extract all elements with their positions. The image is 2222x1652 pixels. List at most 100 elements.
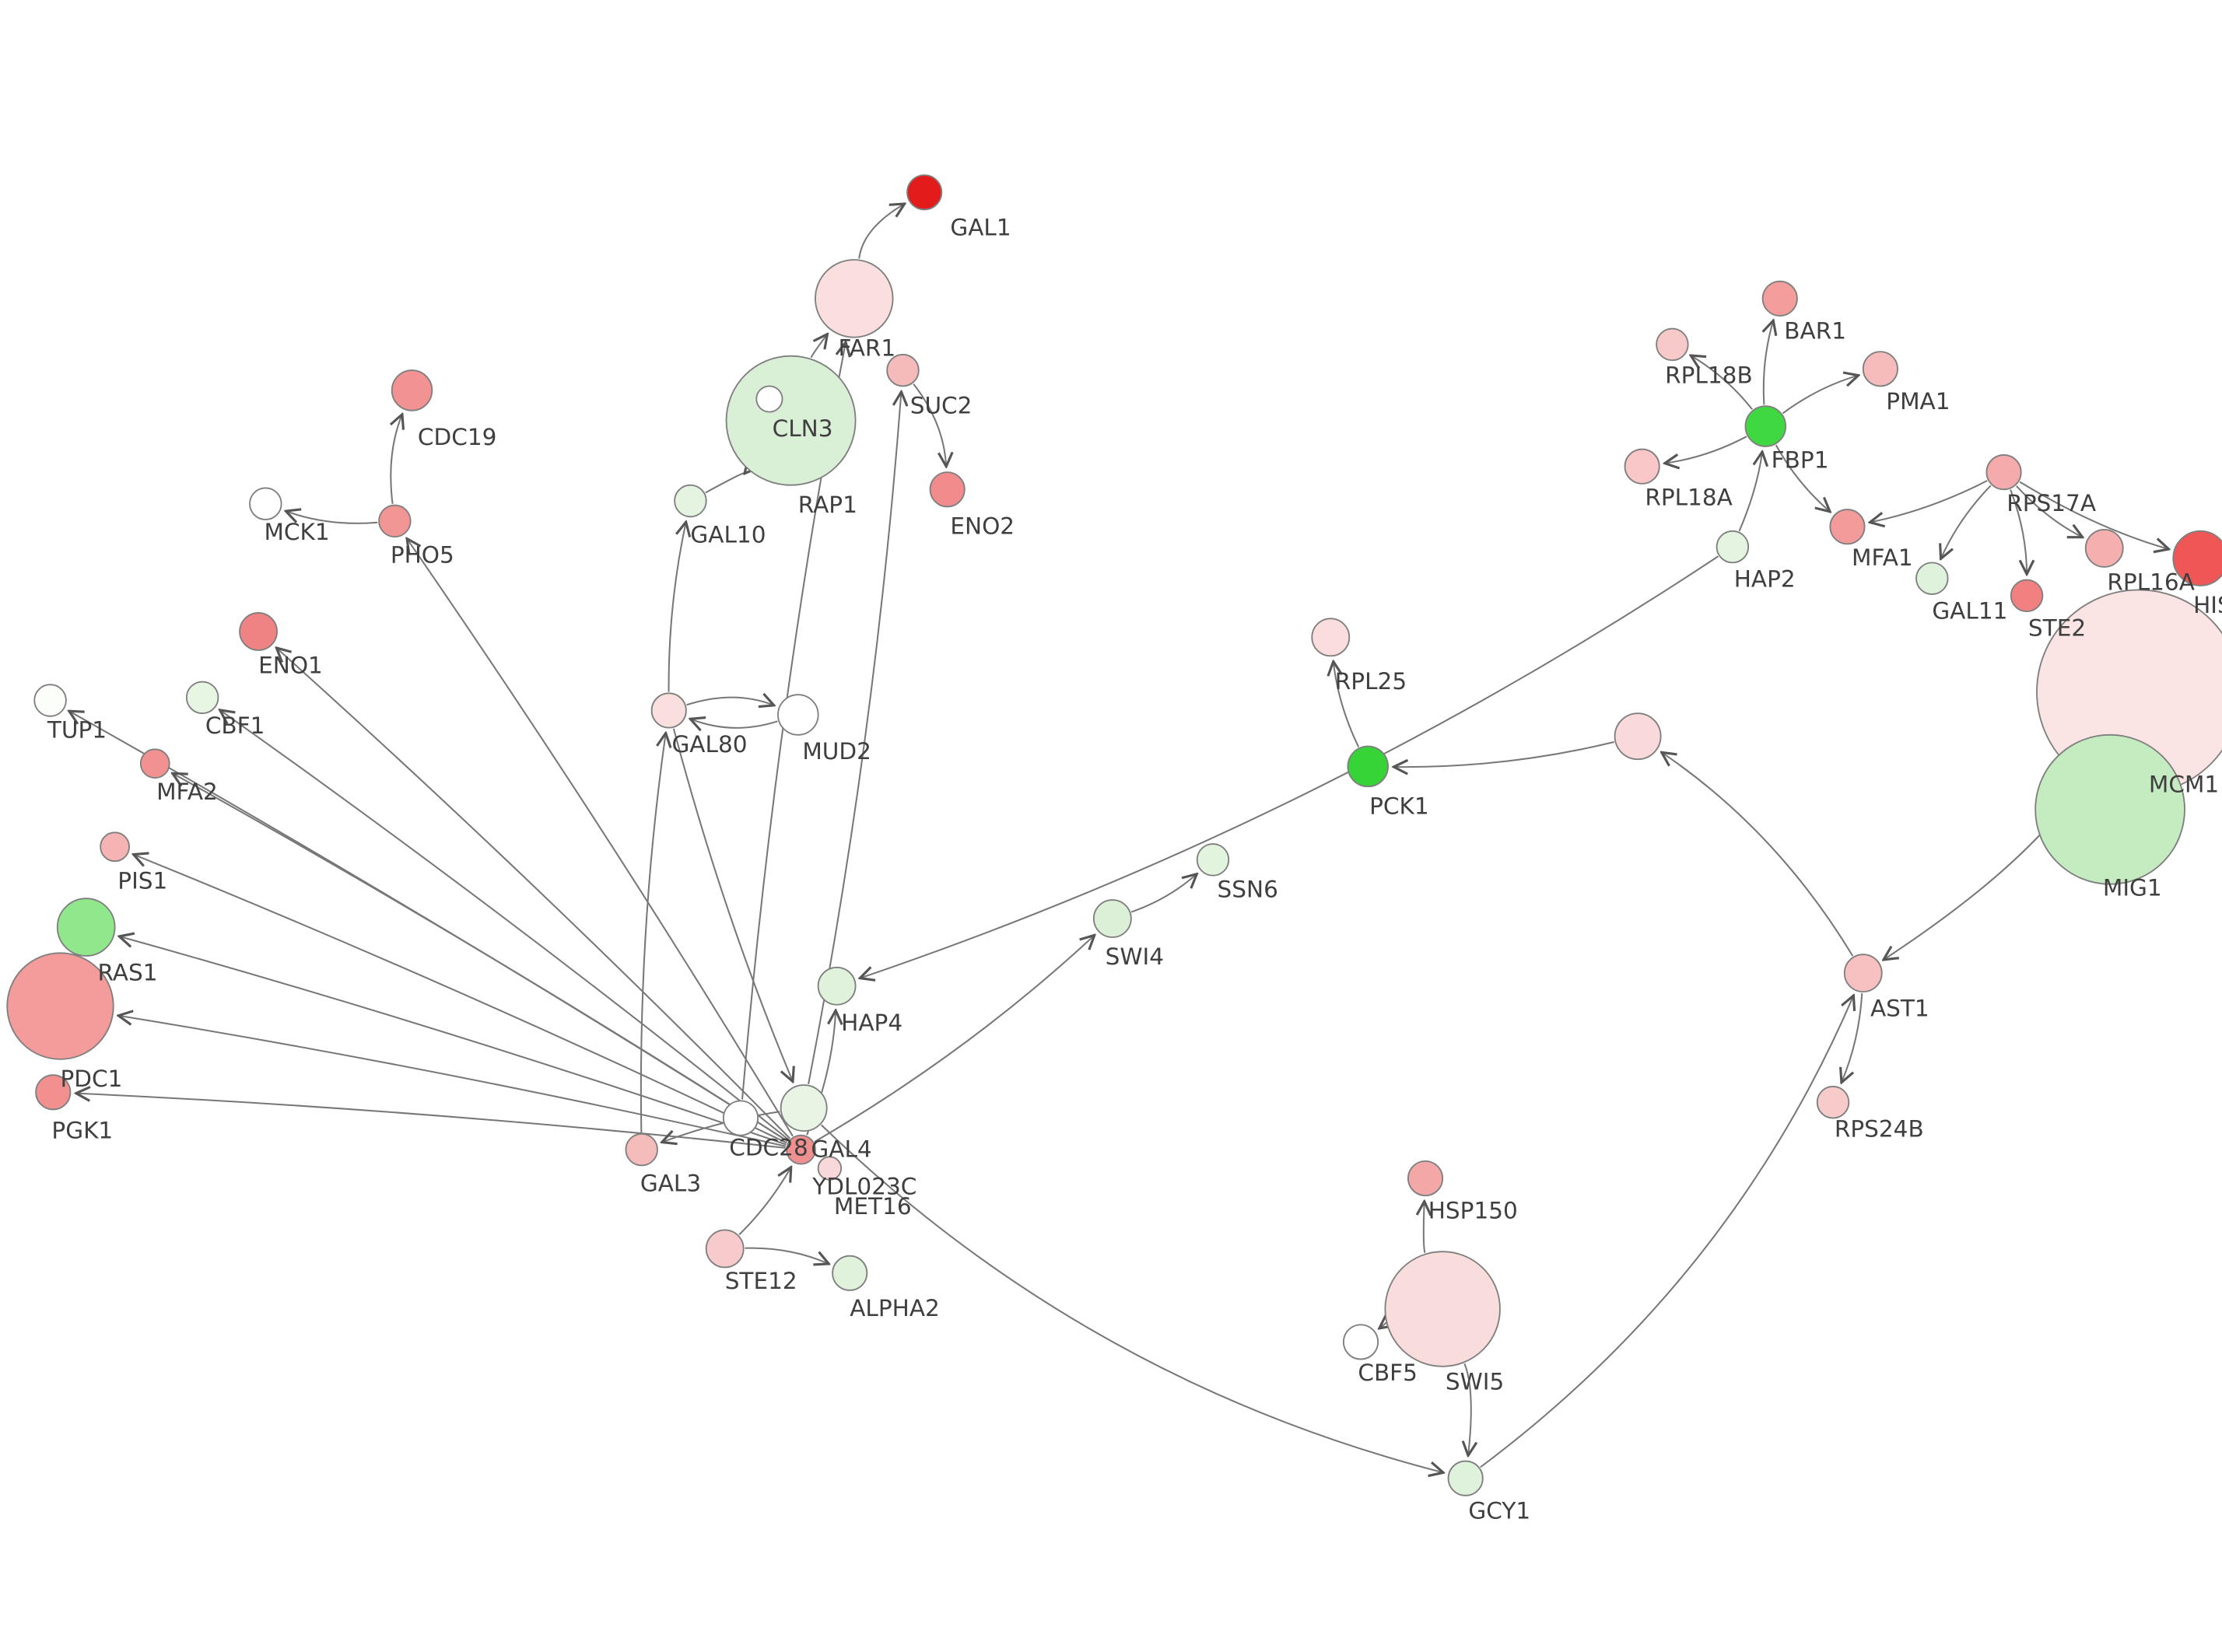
edge-GAL10-CLN3[interactable] xyxy=(705,473,745,494)
node-BAR1[interactable] xyxy=(1761,280,1798,317)
node-MUD2[interactable] xyxy=(777,694,819,736)
node-CBF1[interactable] xyxy=(185,681,219,715)
edge-GAL80-GAL10[interactable] xyxy=(668,522,686,692)
node-MIG1[interactable] xyxy=(2034,733,2185,885)
node-STE2[interactable] xyxy=(2010,579,2044,613)
edge-YDL023C-CBF1[interactable] xyxy=(220,710,790,1141)
node-TUP1[interactable] xyxy=(33,684,67,717)
edge-YDL023C-PDC1[interactable] xyxy=(118,1016,786,1147)
node-CLN3[interactable] xyxy=(725,355,857,486)
node-RPL18B[interactable] xyxy=(1656,327,1689,362)
edge-FBP1-RPL18B[interactable] xyxy=(1691,355,1753,410)
node-AST1[interactable] xyxy=(1843,954,1883,993)
node-PMA1[interactable] xyxy=(1862,351,1898,387)
edge-YDL023C-SWI4[interactable] xyxy=(814,935,1095,1143)
edge-FBP1-RPL18A[interactable] xyxy=(1665,436,1747,464)
edge-YDL023C-PGK1[interactable] xyxy=(76,1094,786,1149)
node-CDC28[interactable] xyxy=(722,1100,759,1136)
edge-STE12-YDL023C[interactable] xyxy=(738,1167,791,1236)
edge-YDL023C-RAS1[interactable] xyxy=(119,936,787,1146)
edge-HAP2-FBP1[interactable] xyxy=(1738,452,1763,532)
node-HSP150[interactable] xyxy=(1407,1160,1444,1197)
edge-PHO5-MCK1[interactable] xyxy=(286,511,378,524)
node-RPS17A[interactable] xyxy=(1985,454,2022,491)
node-MFA1[interactable] xyxy=(1829,509,1866,545)
edge-AST1-NODE_U[interactable] xyxy=(1662,752,1854,957)
edge-YDL023C-ENO1[interactable] xyxy=(276,648,791,1139)
node-GAL3[interactable] xyxy=(625,1132,658,1167)
edge-PHO5-CDC19[interactable] xyxy=(391,415,402,505)
node-RAS1[interactable] xyxy=(56,898,116,957)
node-RPL16A[interactable] xyxy=(2084,529,2124,568)
edge-RPS17A-RPL16A[interactable] xyxy=(2016,485,2083,537)
node-RPL18A[interactable] xyxy=(1624,448,1660,485)
node-PHO5[interactable] xyxy=(378,504,412,538)
edge-MUD2-GAL80[interactable] xyxy=(690,719,778,727)
node-HAP2[interactable] xyxy=(1716,530,1750,564)
node-GAL4[interactable] xyxy=(780,1084,828,1132)
edge-RPS17A-MFA1[interactable] xyxy=(1870,480,1988,523)
node-FAR1[interactable] xyxy=(815,259,894,338)
edge-FBP1-PMA1[interactable] xyxy=(1782,376,1858,415)
edge-SWI5-HSP150[interactable] xyxy=(1424,1202,1425,1254)
edge-AST1-RPS24B[interactable] xyxy=(1842,992,1863,1083)
edge-GCY1-AST1[interactable] xyxy=(1480,996,1854,1468)
edge-GAL80-GAL4[interactable] xyxy=(672,728,793,1082)
node-ALPHA2[interactable] xyxy=(832,1255,868,1291)
edge-PCK1-RPL25[interactable] xyxy=(1334,662,1360,747)
edge-GAL80-MUD2[interactable] xyxy=(686,698,774,705)
node-ENO2[interactable] xyxy=(929,471,966,508)
edge-YDL023C-PHO5[interactable] xyxy=(407,539,794,1137)
node-SWI5[interactable] xyxy=(1384,1251,1501,1367)
edge-GAL3-GAL80[interactable] xyxy=(640,733,666,1132)
edge-NODE_U-PCK1[interactable] xyxy=(1393,741,1614,767)
node-PGK1[interactable] xyxy=(35,1074,72,1111)
node-YDL023C[interactable] xyxy=(786,1134,816,1165)
node-MFA2[interactable] xyxy=(139,748,170,779)
edge-YDL023C-PIS1[interactable] xyxy=(134,855,787,1144)
node-GCY1[interactable] xyxy=(1447,1460,1484,1496)
node-SSN6[interactable] xyxy=(1196,843,1230,877)
edge-FBP1-BAR1[interactable] xyxy=(1764,320,1773,405)
edge-RPS17A-STE2[interactable] xyxy=(2010,489,2027,574)
node-PIS1[interactable] xyxy=(100,831,130,863)
node-RAP1[interactable] xyxy=(755,385,783,413)
edge-SUC2-ENO2[interactable] xyxy=(913,383,946,467)
edge-CLN3-FAR1[interactable] xyxy=(810,334,828,359)
node-MET16[interactable] xyxy=(817,1156,843,1181)
node-RPL25[interactable] xyxy=(1311,618,1351,657)
edge-FBP1-MFA1[interactable] xyxy=(1775,444,1830,512)
node-PCK1[interactable] xyxy=(1347,745,1389,788)
node-label-MUD2: MUD2 xyxy=(802,738,871,765)
node-SWI4[interactable] xyxy=(1092,899,1132,938)
node-PDC1[interactable] xyxy=(6,952,114,1060)
node-CBF5[interactable] xyxy=(1342,1324,1379,1360)
edge-GAL4-GCY1[interactable] xyxy=(820,1124,1443,1472)
node-CDC19[interactable] xyxy=(391,369,433,411)
node-STE12[interactable] xyxy=(705,1229,745,1269)
edge-GAL4-GAL3[interactable] xyxy=(662,1111,780,1142)
node-HAP4[interactable] xyxy=(817,966,857,1006)
node-MCK1[interactable] xyxy=(249,487,282,520)
edge-YDL023C-MFA2[interactable] xyxy=(173,773,788,1143)
node-SUC2[interactable] xyxy=(886,353,920,387)
node-label-PGK1: PGK1 xyxy=(51,1117,113,1143)
node-ENO1[interactable] xyxy=(239,612,278,651)
node-HIS4[interactable] xyxy=(2172,530,2222,586)
node-FBP1[interactable] xyxy=(1744,405,1787,447)
node-GAL80[interactable] xyxy=(650,692,687,729)
edge-SWI5-GCY1[interactable] xyxy=(1464,1363,1470,1455)
edge-FAR1-GAL1[interactable] xyxy=(858,204,904,259)
node-label-HAP2: HAP2 xyxy=(1734,566,1796,593)
edge-RPS17A-GAL11[interactable] xyxy=(1941,485,1992,558)
edge-RPS17A-HIS4[interactable] xyxy=(2019,481,2169,549)
node-GAL11[interactable] xyxy=(1915,562,1949,595)
node-GAL1[interactable] xyxy=(906,174,943,211)
node-unlabeled[interactable] xyxy=(1614,712,1662,761)
edge-STE12-ALPHA2[interactable] xyxy=(745,1247,829,1264)
edge-SWI4-SSN6[interactable] xyxy=(1130,874,1197,913)
node-GAL10[interactable] xyxy=(674,484,707,518)
edge-HAP2-HAP4[interactable] xyxy=(860,555,1719,978)
node-RPS24B[interactable] xyxy=(1816,1086,1850,1119)
